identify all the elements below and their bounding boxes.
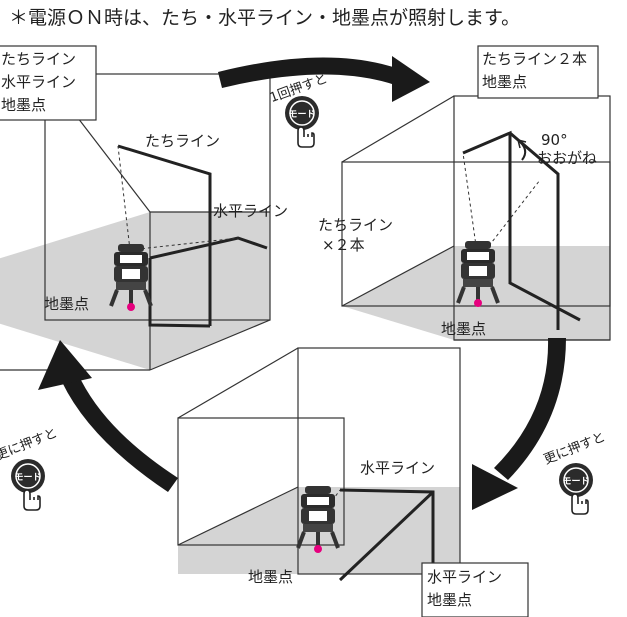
p2-point: 地墨点	[441, 320, 486, 338]
press-more-right-label: 更に押すと	[542, 430, 608, 468]
laser-point	[314, 545, 322, 553]
mode-button-icon	[284, 95, 320, 148]
p2-vertical: たちライン	[318, 216, 393, 234]
p1-horizontal: 水平ライン	[213, 202, 288, 220]
p1-vertical: たちライン	[145, 132, 220, 150]
mode-button-left[interactable]: 更に押すと	[0, 426, 60, 511]
panel-3: 水平ライン 地墨点 水平ライン 地墨点	[177, 347, 529, 617]
box1-line-1: たちライン	[1, 50, 76, 68]
mode-button-top[interactable]: 1回押すと	[268, 71, 330, 148]
curved-arrow-icon	[218, 56, 430, 102]
p3-point: 地墨点	[248, 568, 293, 586]
mode-button-right[interactable]: 更に押すと	[542, 430, 608, 515]
p1-point: 地墨点	[44, 295, 89, 313]
mode-button-icon	[558, 462, 594, 515]
p2-approx: おおがね	[537, 149, 597, 167]
header-note: ＊電源ＯＮ時は、たち・水平ライン・地墨点が照射します。	[9, 7, 520, 29]
panel-2: 90° おおがね たちライン ×２本 地墨点 たちライン２本 地墨点	[318, 45, 611, 341]
p2-times: ×２本	[322, 236, 365, 254]
curved-arrow-icon	[472, 338, 566, 510]
laser-point	[127, 303, 135, 311]
box2-line-1: たちライン２本	[482, 50, 587, 68]
mode-button-icon	[10, 458, 46, 511]
p3-horizontal: 水平ライン	[360, 459, 435, 477]
curved-arrow-icon	[38, 340, 178, 492]
p2-angle: 90°	[541, 131, 568, 149]
laser-point	[474, 299, 482, 307]
box1-line-2: 水平ライン	[1, 73, 76, 91]
box1-line-3: 地墨点	[1, 96, 46, 114]
panel-1: たちライン 水平ライン 地墨点 たちライン 水平ライン 地墨点	[0, 45, 288, 371]
press-more-left-label: 更に押すと	[0, 426, 60, 464]
box3-line-1: 水平ライン	[427, 568, 502, 586]
box2-line-2: 地墨点	[482, 73, 527, 91]
box3-line-2: 地墨点	[427, 591, 472, 609]
